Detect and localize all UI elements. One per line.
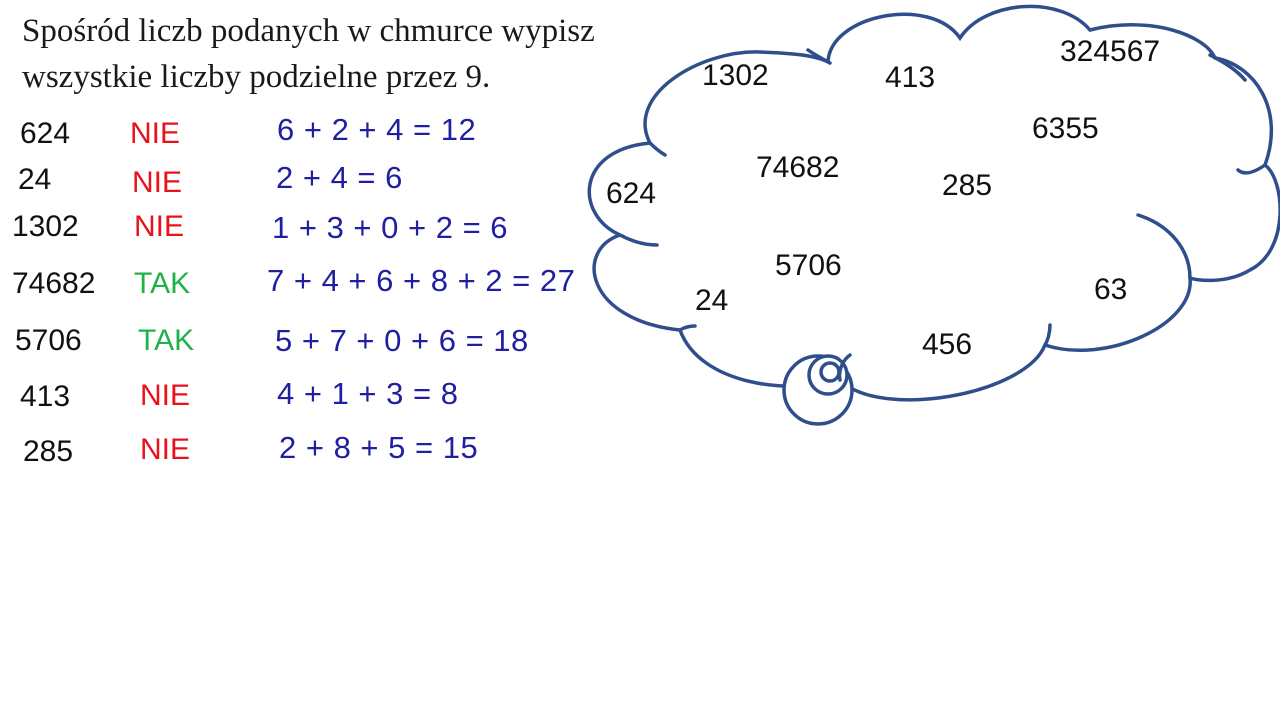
task-title-line-2: wszystkie liczby podzielne przez 9. bbox=[22, 59, 491, 95]
row-number: 74682 bbox=[12, 267, 96, 300]
cloud-inner-arc bbox=[1208, 53, 1247, 82]
cloud-inner-arc bbox=[806, 48, 832, 65]
cloud-number: 5706 bbox=[775, 249, 842, 282]
cloud-number: 413 bbox=[885, 61, 936, 94]
cloud-number: 1302 bbox=[702, 59, 769, 92]
cloud-number: 74682 bbox=[756, 151, 840, 184]
answer-nie: NIE bbox=[140, 379, 191, 412]
digit-sum-calculation: 5 + 7 + 0 + 6 = 18 bbox=[275, 323, 529, 358]
cloud-inner-arc bbox=[648, 141, 667, 157]
answer-nie: NIE bbox=[132, 166, 183, 199]
cloud-number: 6355 bbox=[1032, 112, 1099, 145]
answer-nie: NIE bbox=[134, 210, 185, 243]
row-number: 624 bbox=[20, 117, 71, 150]
task-title-line-1: Spośród liczb podanych w chmurce wypisz bbox=[22, 13, 595, 49]
answer-nie: NIE bbox=[140, 433, 191, 466]
row-number: 24 bbox=[18, 163, 52, 196]
answer-tak: TAK bbox=[138, 324, 195, 357]
cloud-tail-circle-small bbox=[819, 361, 841, 383]
task-title: Spośród liczb podanych w chmurce wypisz … bbox=[22, 8, 722, 100]
cloud-inner-arc bbox=[1236, 163, 1267, 175]
digit-sum-calculation: 1 + 3 + 0 + 2 = 6 bbox=[272, 210, 509, 245]
digit-sum-calculation: 2 + 8 + 5 = 15 bbox=[279, 430, 479, 465]
cloud-number: 324567 bbox=[1060, 35, 1161, 68]
digit-sum-calculation: 4 + 1 + 3 = 8 bbox=[277, 376, 459, 411]
row-number: 285 bbox=[23, 435, 74, 468]
cloud-inner-arc bbox=[678, 324, 697, 332]
cloud-number: 624 bbox=[606, 177, 657, 210]
digit-sum-calculation: 2 + 4 = 6 bbox=[276, 160, 403, 195]
digit-sum-calculation: 7 + 4 + 6 + 8 + 2 = 27 bbox=[267, 263, 576, 298]
row-number: 1302 bbox=[12, 210, 79, 243]
cloud-inner-arc bbox=[618, 233, 659, 247]
digit-sum-calculation: 6 + 2 + 4 = 12 bbox=[277, 112, 477, 147]
cloud-inner-arc bbox=[837, 353, 852, 382]
row-number: 413 bbox=[20, 380, 71, 413]
answer-nie: NIE bbox=[130, 117, 181, 150]
cloud-inner-arc bbox=[1136, 213, 1192, 280]
cloud-number: 285 bbox=[942, 169, 993, 202]
cloud-number: 456 bbox=[922, 328, 973, 361]
cloud-number: 63 bbox=[1094, 273, 1128, 306]
row-number: 5706 bbox=[15, 324, 82, 357]
cloud-inner-arc bbox=[1043, 323, 1052, 347]
cloud-number: 24 bbox=[695, 284, 729, 317]
answer-tak: TAK bbox=[134, 267, 191, 300]
